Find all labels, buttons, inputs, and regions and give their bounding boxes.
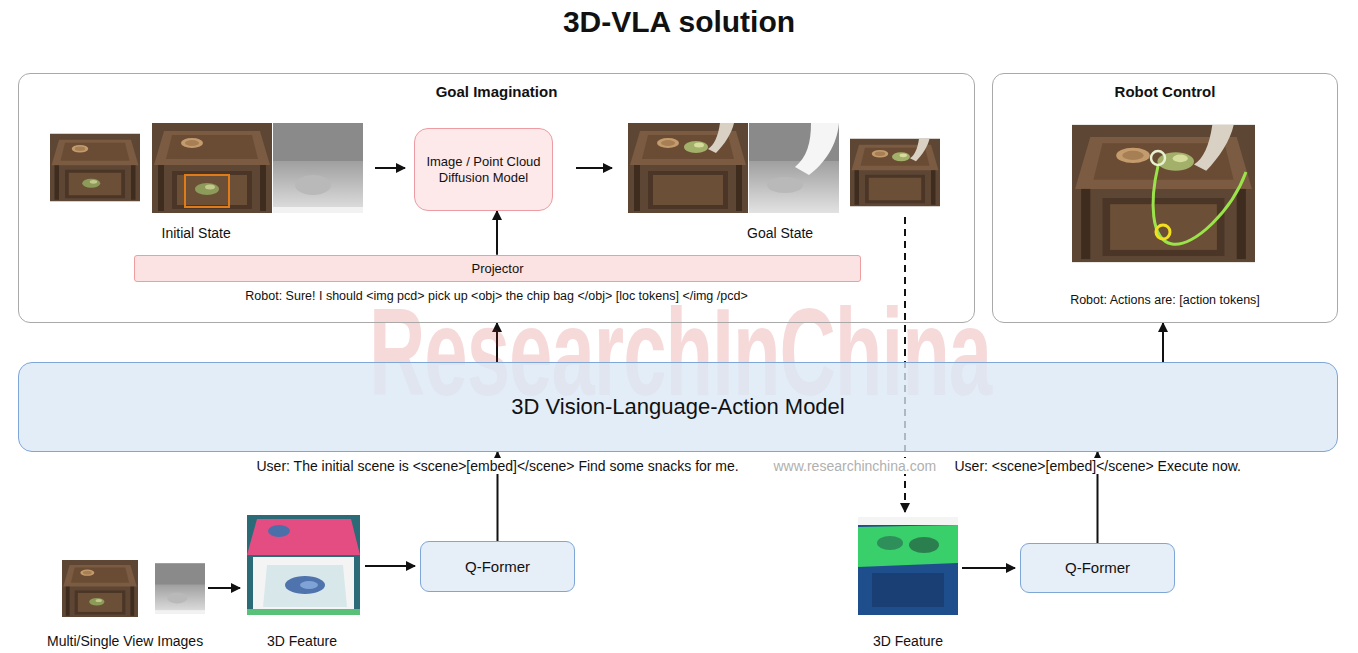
box-label: Q-Former [465,558,530,576]
feature-image [247,515,360,615]
feature-image [858,517,958,615]
image-caption: 3D Feature [267,633,337,649]
robot-scene-photo [1072,125,1255,262]
flow-arrow [576,167,612,169]
box-label: 3D Vision-Language-Action Model [511,394,844,420]
panel-heading: Goal Imagination [19,83,974,100]
goal-imagination-panel: Goal ImaginationRobot: Sure! I should <i… [18,73,975,323]
panel-heading: Robot Control [993,83,1337,100]
scene-photo [628,123,748,213]
robot-utterance: Robot: Actions are: [action tokens] [993,293,1337,307]
start-marker [1151,151,1165,165]
box-label: Q-Former [1065,559,1130,577]
diagram-title: 3D-VLA solution [0,5,1358,39]
edge-label: User: <scene>[embed]</scene> Execute now… [952,458,1244,474]
flow-arrow [208,587,240,589]
view-image [62,560,138,617]
vla-model-band: 3D Vision-Language-Action Model [18,362,1338,452]
projector-bar: Projector [134,255,861,283]
depth-image [273,123,363,213]
box-label: Image / Point Cloud Diffusion Model [423,154,544,185]
q-former-box: Q-Former [1020,543,1175,593]
scene-photo [152,123,272,213]
trajectory [1153,166,1246,244]
image-caption: 3D Feature [873,633,943,649]
view-depth [155,564,205,614]
box-label: Projector [471,261,523,277]
edge-label: User: The initial scene is <scene>[embed… [254,458,742,474]
flow-arrow [365,565,415,567]
goal-marker [1156,225,1170,239]
robot-utterance: Robot: Sure! I should <img pcd> pick up … [19,289,974,303]
object-box [185,175,229,207]
diffusion-model-box: Image / Point Cloud Diffusion Model [414,128,553,211]
state-caption: Initial State [162,225,231,241]
depth-image [749,123,839,213]
connector-arrow [496,211,498,255]
flow-arrow [375,167,405,169]
connector-arrow [1162,323,1164,362]
q-former-box: Q-Former [420,541,575,592]
image-caption: Multi/Single View Images [47,633,203,649]
state-caption: Goal State [747,225,813,241]
flow-arrow [962,567,1015,569]
watermark-url: www.researchinchina.com [772,458,939,474]
point-cloud-image [850,139,940,207]
robot-control-panel: Robot ControlRobot: Actions are: [action… [992,73,1338,323]
scene-photo [50,134,140,202]
